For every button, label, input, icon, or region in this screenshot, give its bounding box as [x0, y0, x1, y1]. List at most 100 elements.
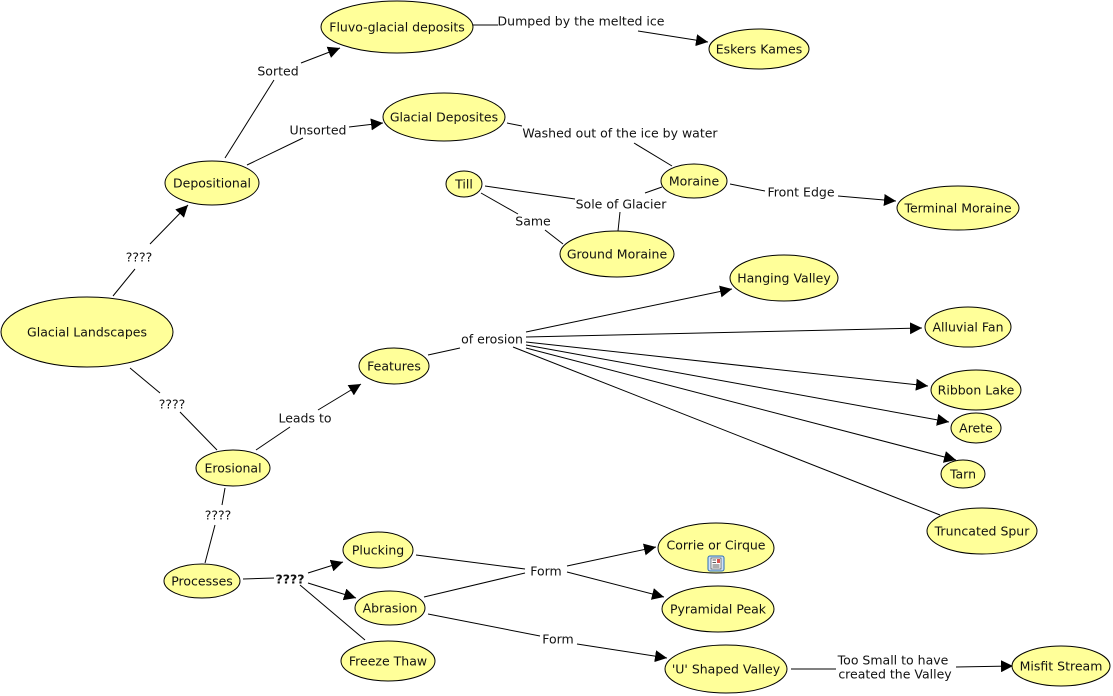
concept-label: Abrasion [363, 601, 418, 616]
link-label-of-erosion[interactable]: of erosion [461, 332, 523, 347]
connector-arrow[interactable] [525, 322, 923, 338]
concept-label: 'U' Shaped Valley [672, 662, 781, 677]
concept-ground-moraine[interactable]: Ground Moraine [559, 230, 675, 278]
connector-arrow[interactable] [637, 30, 709, 47]
connector-arrow[interactable] [307, 559, 344, 574]
concept-eskers-kames[interactable]: Eskers Kames [708, 28, 810, 70]
link-label-proc-types[interactable]: ???? [275, 572, 304, 587]
concept-label: Terminal Moraine [903, 201, 1011, 216]
connector-arrow[interactable] [566, 543, 657, 567]
connector[interactable] [129, 367, 161, 394]
link-label-gl-dep[interactable]: ???? [126, 250, 153, 265]
concept-fluvo-glacial-deposits[interactable]: Fluvo-glacial deposits [320, 0, 474, 54]
link-label-ero-proc[interactable]: ???? [205, 508, 232, 523]
connector-arrow[interactable] [525, 344, 950, 426]
connector-arrow[interactable] [576, 643, 668, 663]
connector-arrow[interactable] [317, 383, 362, 411]
concept-till[interactable]: Till [445, 170, 483, 198]
concept-ribbon-lake[interactable]: Ribbon Lake [930, 369, 1022, 411]
concept-glacial-landscapes[interactable]: Glacial Landscapes [0, 296, 174, 368]
connector[interactable] [427, 347, 461, 356]
concept-freeze-thaw[interactable]: Freeze Thaw [340, 640, 436, 682]
connector-arrow[interactable] [566, 571, 665, 600]
link-label-form-2[interactable]: Form [542, 632, 574, 647]
concept-pyramidal-peak[interactable]: Pyramidal Peak [661, 585, 775, 633]
connector-arrow[interactable] [307, 582, 357, 601]
link-label-dumped[interactable]: Dumped by the melted ice [498, 14, 665, 29]
connector[interactable] [633, 142, 673, 167]
connector[interactable] [179, 411, 218, 451]
concept-misfit-stream[interactable]: Misfit Stream [1011, 645, 1111, 687]
connector[interactable] [544, 229, 564, 245]
link-label-unsorted[interactable]: Unsorted [290, 123, 347, 138]
link-label-too-small-line2[interactable]: created the Valley [838, 667, 952, 682]
concept-label: Arete [959, 421, 993, 436]
link-label-same[interactable]: Same [515, 214, 551, 229]
concept-label: Eskers Kames [716, 42, 803, 57]
concept-label: Pyramidal Peak [670, 602, 767, 617]
link-label-leads-to[interactable]: Leads to [278, 411, 331, 426]
concept-terminal-moraine[interactable]: Terminal Moraine [896, 185, 1020, 231]
link-label-form-1[interactable]: Form [530, 564, 562, 579]
connector[interactable] [427, 613, 541, 637]
concept-hanging-valley[interactable]: Hanging Valley [729, 254, 839, 302]
concept-u-shaped-valley[interactable]: 'U' Shaped Valley [664, 644, 788, 694]
concept-alluvial-fan[interactable]: Alluvial Fan [924, 306, 1012, 348]
connector[interactable] [729, 183, 766, 192]
concept-depositional[interactable]: Depositional [164, 160, 260, 206]
link-label-too-small-line1[interactable]: Too Small to have [837, 653, 949, 668]
concept-abrasion[interactable]: Abrasion [354, 590, 426, 626]
connector[interactable] [644, 186, 663, 194]
connector[interactable] [617, 211, 621, 232]
connector[interactable] [255, 426, 291, 451]
connector[interactable] [512, 346, 941, 516]
link-label-sorted[interactable]: Sorted [257, 64, 298, 79]
connector[interactable] [415, 554, 526, 570]
link-label-front-edge[interactable]: Front Edge [767, 185, 834, 200]
connector[interactable] [242, 577, 275, 580]
link-labels: ???? Sorted Unsorted Dumped by the melte… [126, 14, 953, 682]
connector[interactable] [112, 268, 136, 297]
connector[interactable] [484, 185, 576, 200]
concept-features[interactable]: Features [358, 347, 430, 385]
connector[interactable] [480, 192, 519, 215]
connector-arrow[interactable] [525, 347, 957, 463]
concept-processes[interactable]: Processes [163, 563, 241, 599]
concept-arete[interactable]: Arete [950, 412, 1002, 444]
connector[interactable] [246, 137, 304, 166]
concept-erosional[interactable]: Erosional [195, 449, 271, 487]
concept-label: Glacial Deposites [390, 110, 498, 125]
concept-tarn[interactable]: Tarn [940, 459, 986, 489]
link-label-washed[interactable]: Washed out of the ice by water [522, 126, 718, 141]
concept-label: Hanging Valley [737, 271, 831, 286]
connector-arrow[interactable] [837, 193, 897, 206]
concept-label: Ribbon Lake [938, 383, 1015, 398]
connector-arrow[interactable] [300, 46, 341, 64]
connector-arrow[interactable] [955, 660, 1014, 673]
connector[interactable] [299, 584, 366, 641]
concept-label: Erosional [204, 461, 261, 476]
concept-moraine[interactable]: Moraine [660, 163, 728, 199]
connector[interactable] [423, 572, 526, 598]
connector-arrow[interactable] [525, 341, 929, 391]
connector-arrow[interactable] [525, 285, 733, 333]
link-label-gl-ero[interactable]: ???? [159, 397, 186, 412]
concept-plucking[interactable]: Plucking [342, 531, 414, 569]
concept-label: Glacial Landscapes [27, 325, 147, 340]
connector[interactable] [204, 524, 216, 564]
connector[interactable] [506, 122, 523, 127]
concept-corrie-or-cirque[interactable]: Corrie or Cirque [657, 522, 775, 574]
concept-truncated-spur[interactable]: Truncated Spur [926, 507, 1038, 555]
connector-arrow[interactable] [348, 118, 384, 131]
connector-arrow[interactable] [149, 204, 189, 245]
connector[interactable] [224, 79, 275, 159]
link-label-sole-of-glacier[interactable]: Sole of Glacier [576, 197, 668, 212]
resource-document-icon[interactable] [707, 555, 725, 572]
connector[interactable] [221, 487, 226, 506]
concept-label: Corrie or Cirque [667, 538, 766, 553]
concept-glacial-deposites[interactable]: Glacial Deposites [382, 92, 506, 142]
concept-label: Moraine [669, 174, 720, 189]
concept-label: Misfit Stream [1020, 659, 1103, 674]
connections [112, 24, 1014, 673]
